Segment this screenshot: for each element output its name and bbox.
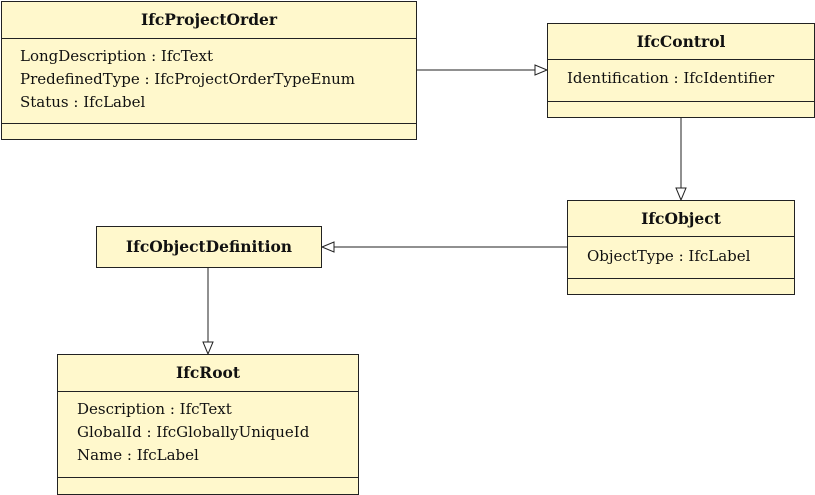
class-ifccontrol[interactable]: IfcControl Identification : IfcIdentifie… bbox=[547, 23, 815, 118]
attribute-compartment: LongDescription : IfcText PredefinedType… bbox=[2, 38, 416, 123]
class-name: IfcRoot bbox=[175, 363, 241, 382]
attribute-objecttype: ObjectType : IfcLabel bbox=[587, 247, 751, 265]
attribute-identification: Identification : IfcIdentifier bbox=[567, 69, 775, 87]
attribute-description: Description : IfcText bbox=[77, 400, 232, 418]
class-name: IfcControl bbox=[636, 32, 726, 51]
class-ifcobjectdefinition[interactable]: IfcObjectDefinition bbox=[96, 226, 322, 268]
operation-compartment bbox=[58, 477, 358, 494]
attribute-compartment: Description : IfcText GlobalId : IfcGlob… bbox=[58, 391, 358, 477]
generalization-objectdefinition-to-root bbox=[202, 268, 214, 356]
attribute-predefinedtype: PredefinedType : IfcProjectOrderTypeEnum bbox=[20, 70, 356, 88]
operation-compartment bbox=[548, 101, 814, 118]
class-ifcprojectorder[interactable]: IfcProjectOrder LongDescription : IfcTex… bbox=[1, 1, 417, 140]
attribute-name: Name : IfcLabel bbox=[77, 446, 199, 464]
generalization-control-to-object bbox=[675, 118, 687, 202]
class-ifcroot[interactable]: IfcRoot Description : IfcText GlobalId :… bbox=[57, 354, 359, 495]
operation-compartment bbox=[2, 123, 416, 140]
generalization-projectorder-to-control bbox=[417, 64, 549, 76]
attribute-longdescription: LongDescription : IfcText bbox=[20, 47, 214, 65]
class-name: IfcProjectOrder bbox=[140, 10, 278, 29]
class-ifcobject[interactable]: IfcObject ObjectType : IfcLabel bbox=[567, 200, 795, 295]
class-name: IfcObjectDefinition bbox=[125, 237, 293, 256]
attribute-compartment: ObjectType : IfcLabel bbox=[568, 236, 794, 278]
class-name: IfcObject bbox=[641, 209, 721, 228]
attribute-globalid: GlobalId : IfcGloballyUniqueId bbox=[77, 423, 310, 441]
operation-compartment bbox=[568, 278, 794, 295]
attribute-status: Status : IfcLabel bbox=[20, 93, 146, 111]
generalization-object-to-objectdefinition bbox=[320, 241, 567, 253]
attribute-compartment: Identification : IfcIdentifier bbox=[548, 59, 814, 101]
